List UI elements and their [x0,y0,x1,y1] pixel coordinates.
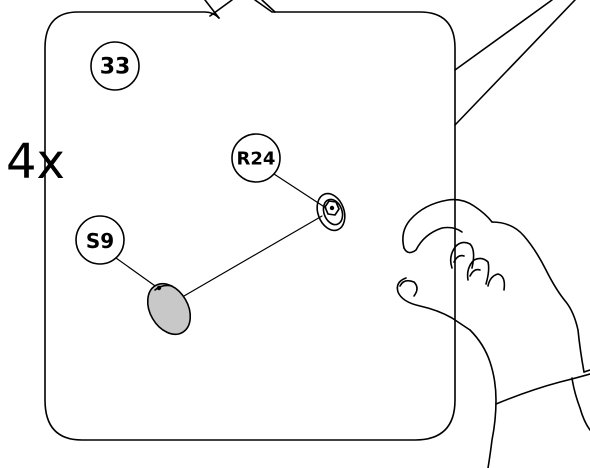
screw-callout: R24 [231,133,327,209]
screw-callout-circle [231,133,281,183]
step-number-badge: 33 [90,41,140,91]
step-frame [44,0,576,441]
screw-part-number: R24 [237,149,276,170]
cap-leader-line [115,257,159,289]
cap-callout-circle [75,215,125,265]
cap-callout: S9 [75,215,159,289]
cover-cap-icon [146,282,192,336]
cap-part-number: S9 [86,229,114,253]
hand-icon [396,198,590,468]
assembly-path-line [183,215,323,297]
step-number: 33 [100,55,131,80]
screw-icon [316,192,346,232]
step-number-circle [90,41,140,91]
quantity-label: 4x [6,134,65,190]
